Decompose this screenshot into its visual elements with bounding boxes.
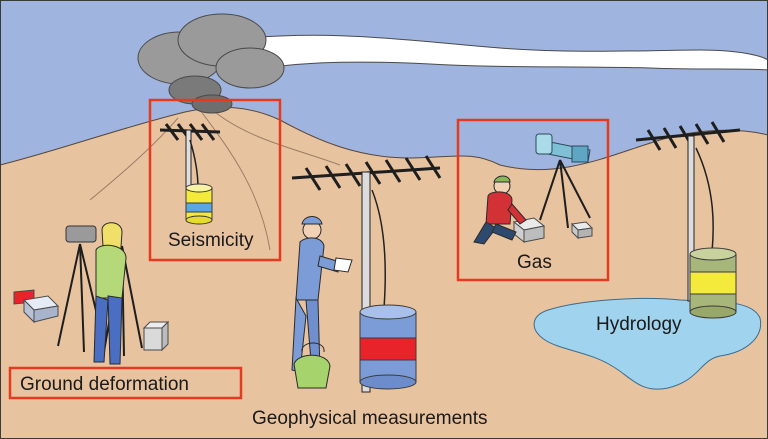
hydrology-barrel [689, 247, 737, 319]
gas-station [473, 133, 594, 245]
water-pool [533, 297, 762, 390]
geophysical-scientist [291, 216, 353, 375]
gas-scientist [473, 175, 527, 245]
seismicity-highlight-box [148, 98, 282, 262]
label-seismicity: Seismicity [168, 230, 254, 251]
surveyor [93, 222, 127, 365]
label-gas: Gas [517, 252, 552, 273]
ground-deformation-highlight-box [8, 366, 243, 400]
survey-box-left [13, 289, 60, 324]
label-geophysical-measurements: Geophysical measurements [252, 408, 488, 429]
label-ground-deformation: Ground deformation [20, 374, 189, 395]
geophysical-barrel [359, 304, 417, 390]
gas-spectrometer [535, 133, 591, 163]
gas-highlight-box [456, 118, 610, 282]
survey-instrument [65, 225, 97, 243]
seismicity-pole [185, 129, 192, 191]
seismicity-station [159, 123, 221, 225]
gas-telescope-tripod [539, 159, 591, 229]
geophysical-bag [293, 342, 331, 389]
geophysical-pole [361, 171, 371, 393]
label-hydrology: Hydrology [596, 314, 682, 335]
hydrology-station [635, 121, 741, 319]
seismicity-barrel [185, 183, 213, 225]
geophysical-station [291, 155, 442, 393]
survey-box-right [142, 320, 170, 352]
ground-deformation-station [13, 222, 170, 365]
gas-instrument-box [512, 217, 594, 244]
